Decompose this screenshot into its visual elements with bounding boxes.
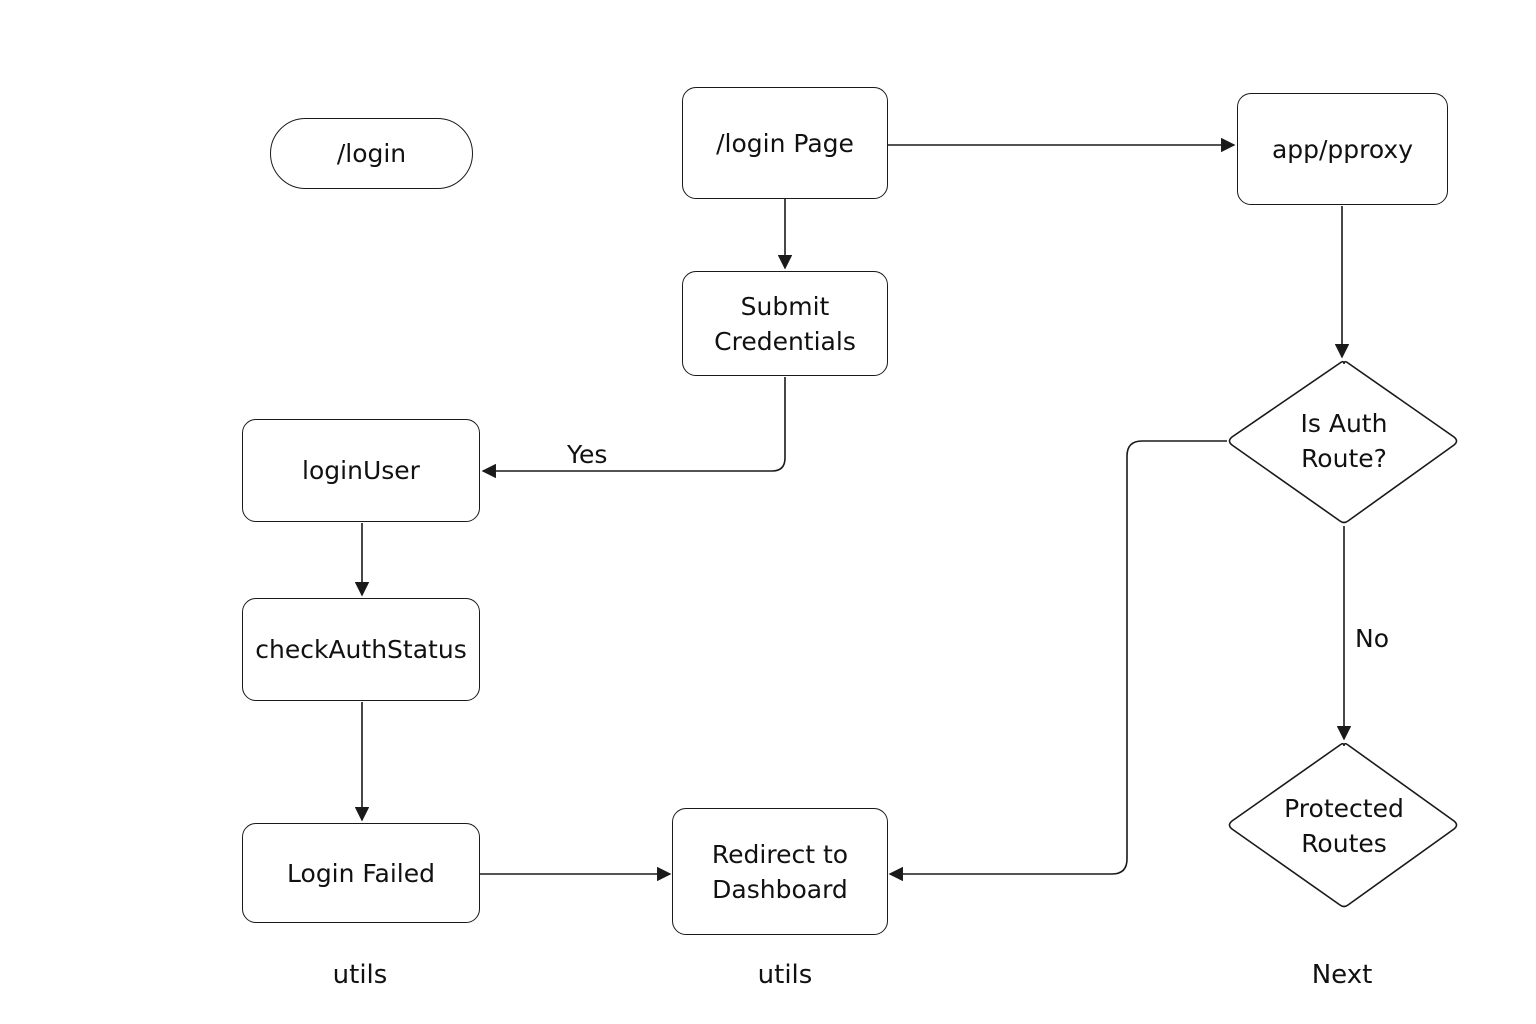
edge-submit-to-login-user: [481, 377, 786, 479]
protected-routes-label: Protected Routes: [1284, 794, 1404, 858]
login-route-label: /login: [336, 139, 407, 168]
check-auth-status-node: checkAuthStatus: [242, 598, 480, 701]
login-failed-node: Login Failed: [242, 823, 480, 923]
redirect-dashboard-label: Redirect to Dashboard: [711, 839, 849, 904]
footer-next: Next: [1311, 960, 1373, 990]
app-proxy-label: app/pproxy: [1271, 134, 1414, 164]
app-proxy-node: app/pproxy: [1237, 93, 1448, 205]
submit-credentials-label: Submit Credentials: [714, 291, 856, 356]
footer-utils-left: utils: [332, 960, 388, 990]
footer-utils-middle: utils: [757, 960, 813, 990]
login-user-label: loginUser: [302, 456, 420, 485]
login-route-terminator: /login: [270, 118, 473, 189]
login-user-node: loginUser: [242, 419, 480, 522]
is-auth-route-label: Is Auth Route?: [1300, 409, 1388, 473]
protected-routes-diamond: [1228, 742, 1458, 908]
check-auth-status-label: checkAuthStatus: [255, 635, 467, 664]
redirect-dashboard-node: Redirect to Dashboard: [672, 808, 888, 935]
login-page-label: /login Page: [716, 128, 854, 158]
submit-credentials-node: Submit Credentials: [682, 271, 888, 376]
is-auth-route-diamond: [1228, 360, 1458, 524]
no-edge-label: No: [1355, 624, 1389, 653]
login-failed-label: Login Failed: [287, 858, 435, 888]
edge-is-auth-route-to-redirect: [888, 440, 1227, 882]
yes-edge-label: Yes: [567, 440, 608, 469]
login-page-node: /login Page: [682, 87, 888, 199]
